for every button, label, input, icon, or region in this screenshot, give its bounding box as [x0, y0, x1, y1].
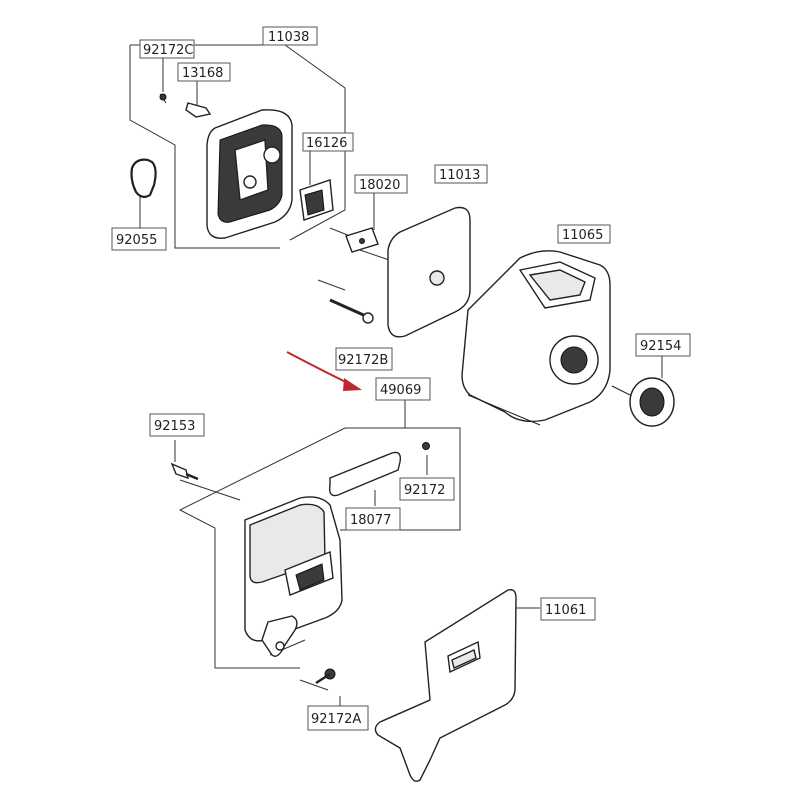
- label-text-11013: 11013: [439, 168, 480, 183]
- label-text-11065: 11065: [562, 228, 603, 243]
- air-cleaner-case: [206, 109, 293, 239]
- muffler-49069: [244, 496, 343, 657]
- label-92154: 92154: [635, 333, 691, 357]
- label-11065: 11065: [557, 224, 611, 244]
- plate-11061: [374, 588, 517, 782]
- label-text-92172: 92172: [404, 483, 445, 498]
- label-text-92172B: 92172B: [338, 353, 388, 368]
- plate-16126: [299, 179, 334, 221]
- label-11061: 11061: [540, 597, 596, 621]
- label-text-49069: 49069: [380, 383, 421, 398]
- bolt-92172: [422, 442, 430, 450]
- label-text-92172C: 92172C: [143, 43, 193, 58]
- bolt-92172A: [315, 668, 336, 685]
- label-text-13168: 13168: [182, 66, 223, 81]
- bolt-92172B: [329, 298, 374, 324]
- label-49069: 49069: [375, 377, 431, 401]
- label-92172C: 92172C: [139, 39, 195, 59]
- bolt-92153: [170, 462, 199, 481]
- clip-13168: [185, 102, 212, 118]
- filter-element-11013: [387, 206, 471, 338]
- label-18020: 18020: [354, 174, 408, 194]
- shield-18077: [328, 451, 402, 497]
- label-18077: 18077: [345, 507, 401, 531]
- label-text-92172A: 92172A: [311, 712, 361, 727]
- bolt-92172C: [159, 93, 167, 104]
- red-arrow: [286, 351, 362, 391]
- label-text-16126: 16126: [306, 136, 347, 151]
- label-text-18077: 18077: [350, 513, 391, 528]
- label-11038: 11038: [262, 26, 318, 46]
- label-92055: 92055: [111, 227, 167, 251]
- label-text-11061: 11061: [545, 603, 586, 618]
- label-16126: 16126: [302, 132, 354, 152]
- label-text-92153: 92153: [154, 419, 195, 434]
- label-11013: 11013: [434, 164, 488, 184]
- cover-11065: [461, 250, 611, 426]
- label-13168: 13168: [177, 62, 231, 82]
- knob-92154: [611, 356, 675, 427]
- muffler-group-lines: [174, 398, 540, 706]
- label-text-92154: 92154: [640, 339, 681, 354]
- label-text-92055: 92055: [116, 233, 157, 248]
- label-92172B: 92172B: [335, 347, 393, 371]
- gasket-92055: [130, 158, 157, 199]
- label-text-11038: 11038: [268, 30, 309, 45]
- label-92153: 92153: [149, 413, 205, 437]
- label-text-18020: 18020: [359, 178, 400, 193]
- bracket-18020: [345, 227, 379, 253]
- label-92172A: 92172A: [307, 705, 369, 731]
- label-92172: 92172: [399, 477, 455, 501]
